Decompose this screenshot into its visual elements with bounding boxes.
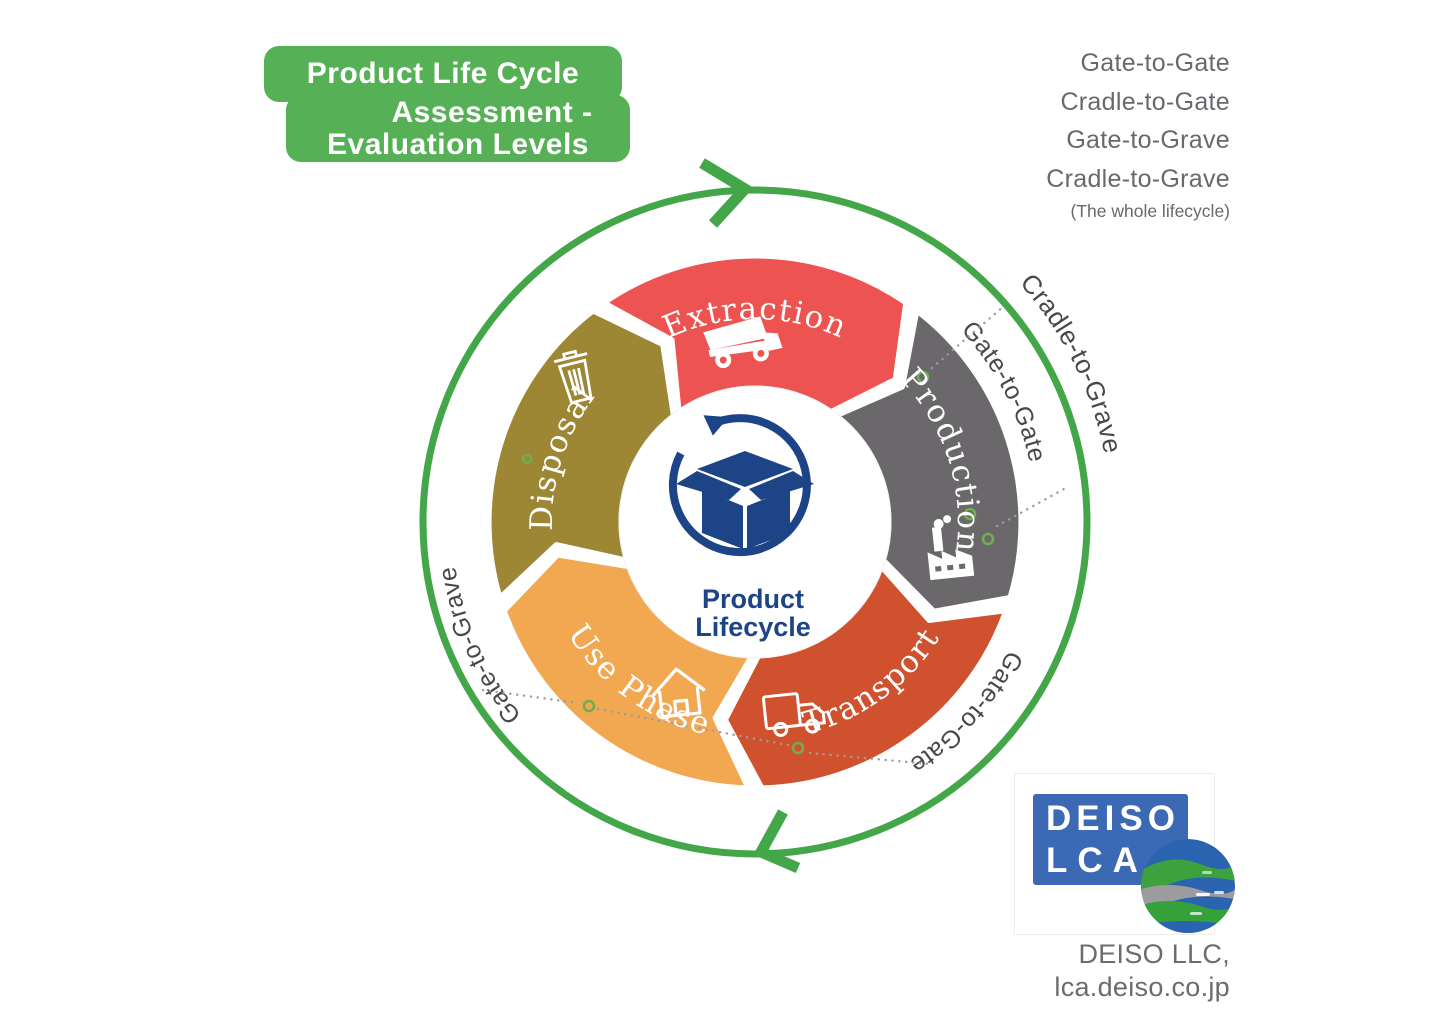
level-note: (The whole lifecycle) [1070, 201, 1231, 221]
logo-text-deiso: DEISO [1046, 799, 1180, 838]
center-label-line2: Lifecycle [695, 612, 811, 642]
globe-icon [1141, 839, 1235, 933]
leader-line [930, 304, 1006, 370]
cycle-arrow-bottom-icon [753, 809, 801, 874]
leader-dot [521, 453, 533, 465]
level-item: Cradle-to-Gate [1060, 87, 1230, 116]
trash-can-icon [553, 349, 593, 405]
factory-icon [927, 515, 975, 581]
page-title-line3: Evaluation Levels [327, 128, 589, 161]
footer-credit: DEISO LLC, lca.deiso.co.jp [1054, 938, 1230, 1004]
leader-dot [582, 699, 596, 713]
product-lifecycle-icon [668, 414, 814, 557]
leader-dot [791, 741, 805, 755]
leader-line [596, 707, 790, 747]
website-url: lca.deiso.co.jp [1054, 972, 1230, 1002]
leader-line [481, 688, 580, 705]
leader-dot [981, 532, 995, 546]
leader-line [808, 751, 932, 766]
page-title-line1: Product Life Cycle [306, 57, 580, 90]
title-badge-top [264, 46, 622, 102]
leader-dot [916, 370, 930, 384]
level-item: Cradle-to-Grave [1046, 164, 1230, 193]
evaluation-levels-list: Gate-to-Gate Cradle-to-Gate Gate-to-Grav… [1046, 44, 1230, 224]
delivery-truck-icon [761, 692, 826, 737]
house-icon [651, 667, 706, 719]
page-title-line2: Assessment - [391, 96, 593, 129]
level-item: Gate-to-Gate [1080, 49, 1230, 77]
leader-dot [963, 507, 977, 521]
center-label-line1: Product [702, 584, 804, 614]
cycle-arrow-top-icon [699, 158, 754, 228]
dump-truck-icon [703, 316, 783, 369]
title-badge-bottom [286, 95, 630, 162]
level-item: Gate-to-Grave [1066, 126, 1230, 154]
leader-line [995, 487, 1066, 528]
company-name: DEISO LLC, [1078, 939, 1230, 969]
logo-text-lca: LCA [1046, 841, 1148, 880]
